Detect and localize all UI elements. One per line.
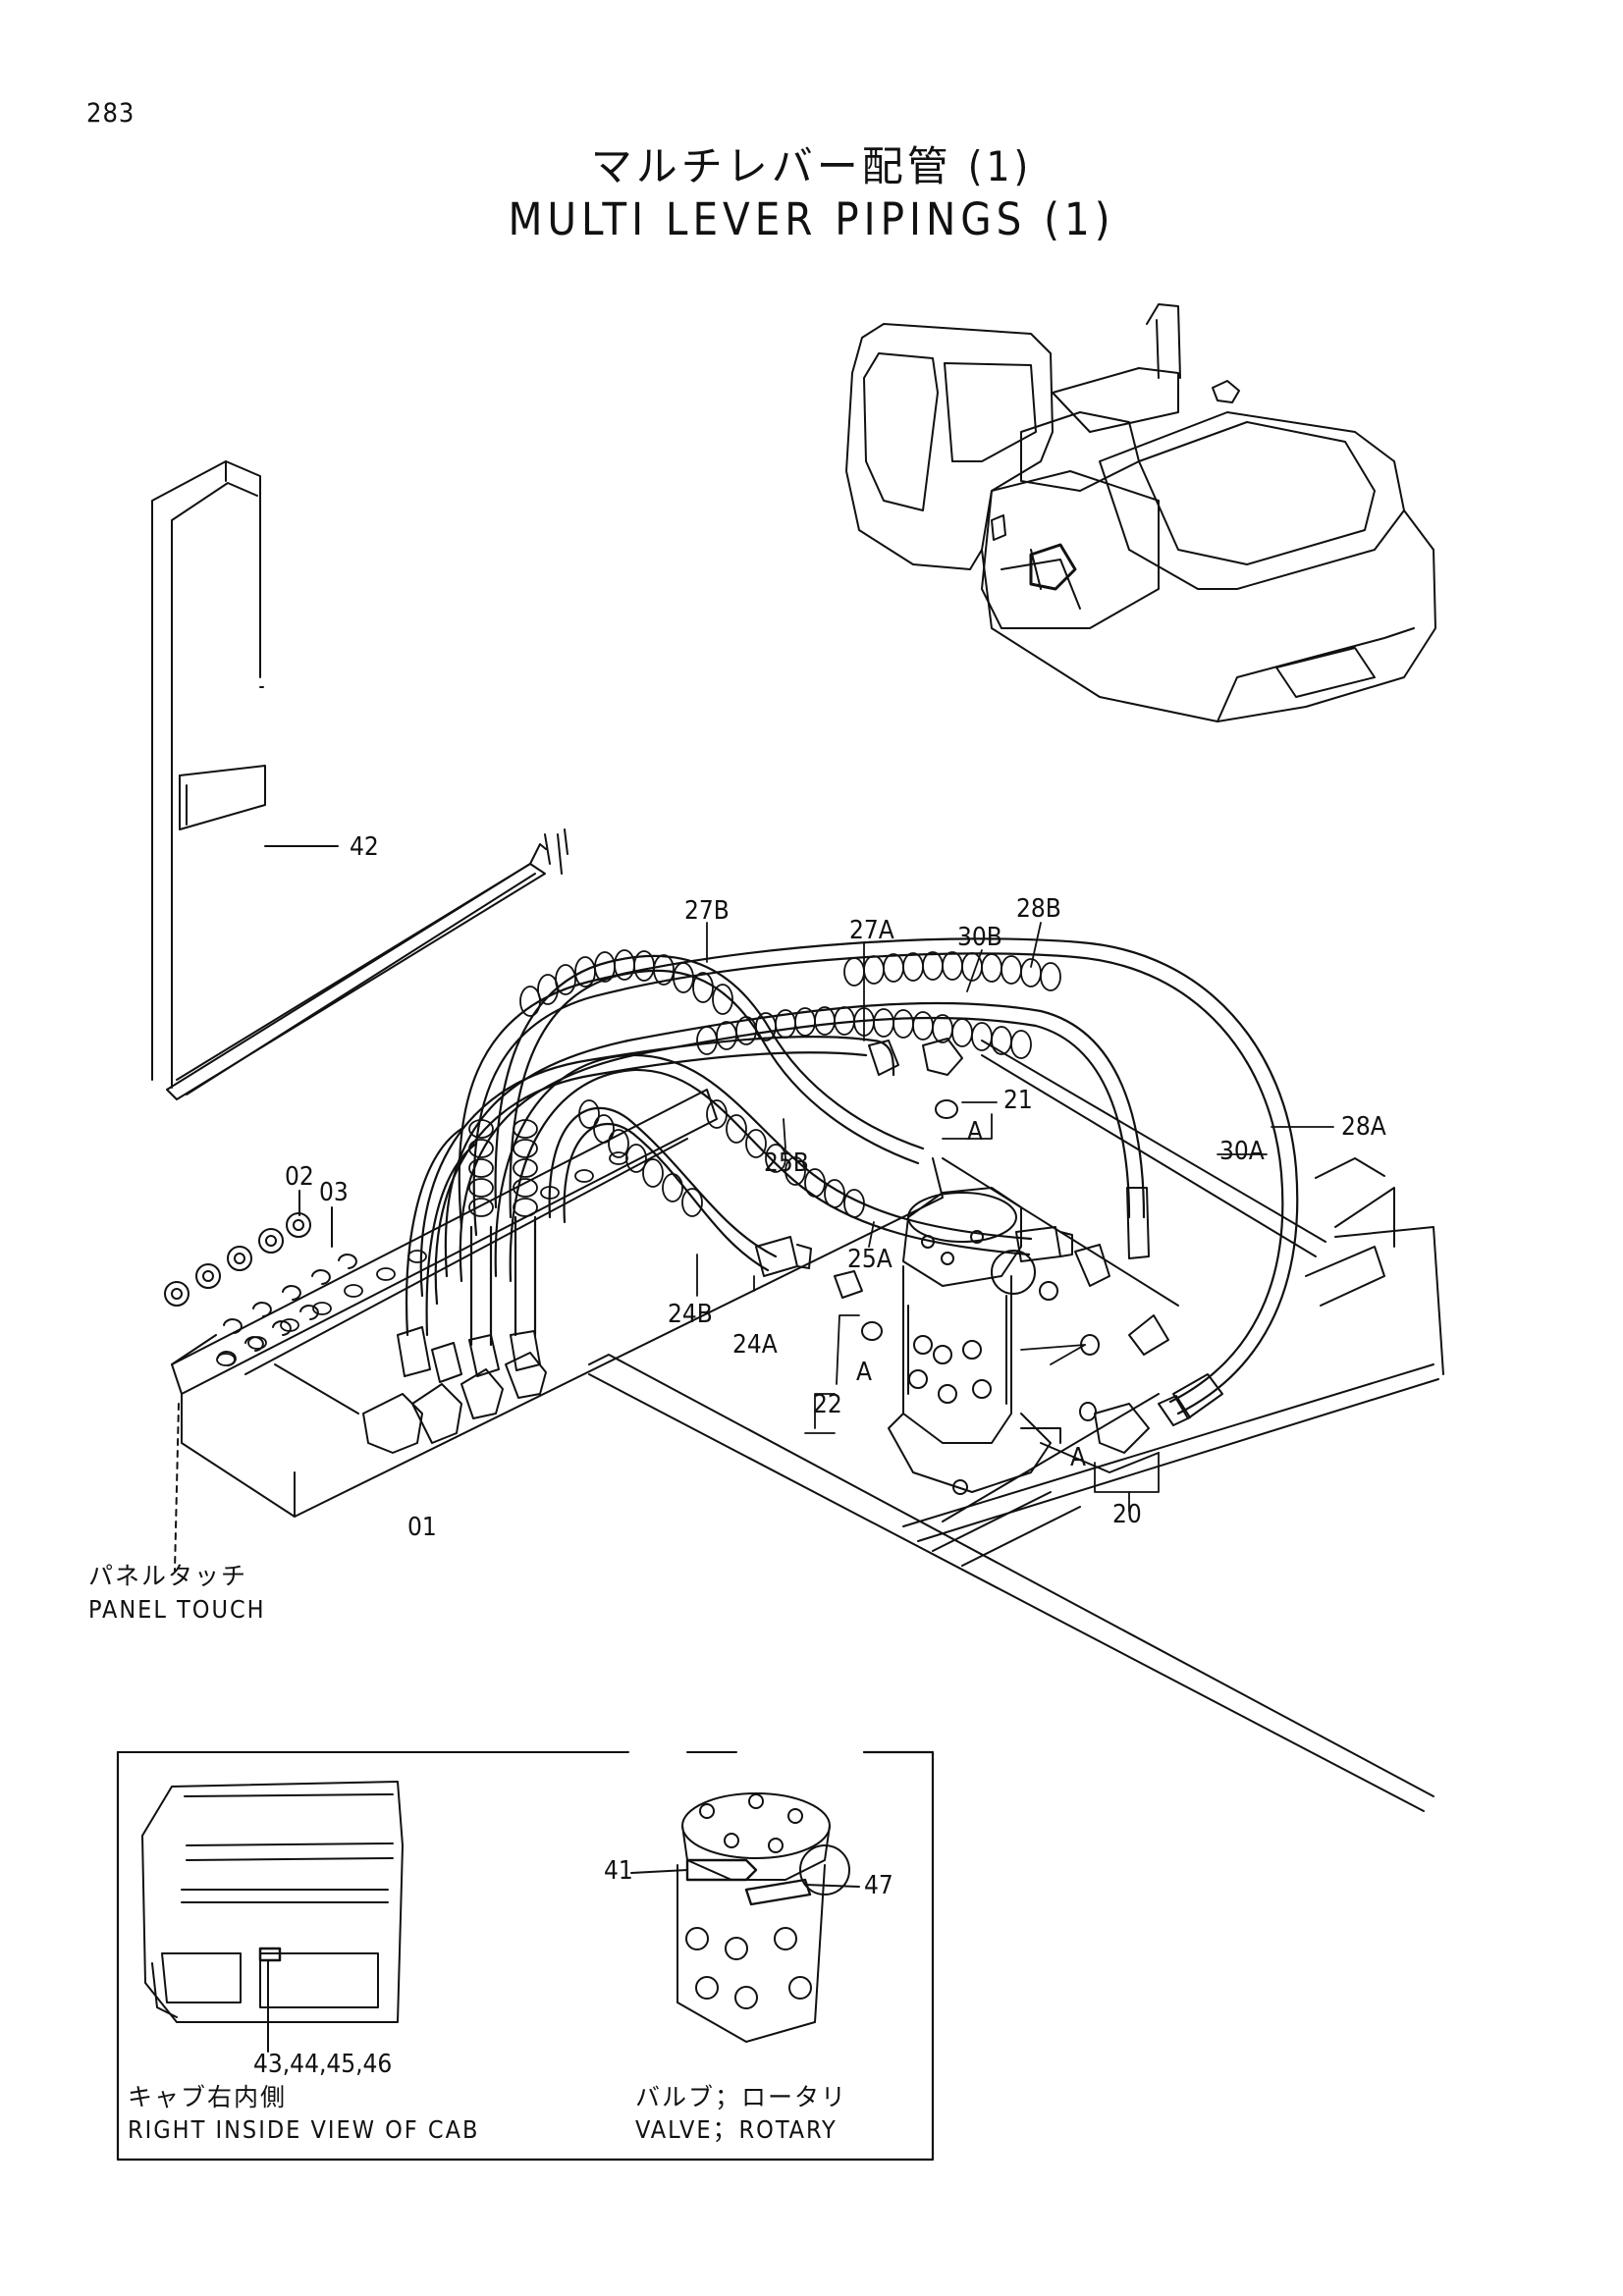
panel-touch-caption-jp: パネルタッチ xyxy=(88,1562,248,1590)
cab-view-caption-jp: キャブ右内側 xyxy=(128,2083,288,2111)
part-label-24b: 24B xyxy=(668,1300,713,1329)
leader-panel-touch xyxy=(174,1403,180,1572)
valve-caption-jp: バルブ；ロータリ xyxy=(635,2083,848,2111)
part-label-01: 01 xyxy=(407,1513,437,1542)
cab-view-caption-en: RIGHT INSIDE VIEW OF CAB xyxy=(128,2115,480,2144)
spring-guards xyxy=(468,949,1061,1218)
part-label-02: 02 xyxy=(285,1162,314,1192)
part-label-24a: 24A xyxy=(732,1330,778,1360)
title-japanese: マルチレバー配管 (1) xyxy=(590,142,1033,190)
cab-panel xyxy=(151,460,568,1100)
part-label-25a: 25A xyxy=(847,1245,893,1274)
part-label-43-46: 43,44,45,46 xyxy=(253,2050,393,2079)
part-label-30b: 30B xyxy=(957,923,1002,952)
part-label-22: 22 xyxy=(813,1390,842,1419)
part-label-25b: 25B xyxy=(764,1148,809,1178)
o-rings xyxy=(861,1099,1100,1421)
rotary-valve xyxy=(888,1187,1061,1495)
part-label-47: 47 xyxy=(864,1871,893,1900)
part-label-28b: 28B xyxy=(1016,894,1061,924)
bracket-plate xyxy=(171,1089,944,1518)
label-leaders xyxy=(696,922,1334,1513)
excavator-overview xyxy=(845,303,1436,722)
valve-caption-en: VALVE；ROTARY xyxy=(635,2115,838,2144)
cab-interior-view xyxy=(141,1781,404,2053)
title-english: MULTI LEVER PIPINGS (1) xyxy=(508,193,1115,245)
nuts-and-rings xyxy=(164,1212,357,1366)
part-label-41: 41 xyxy=(604,1856,633,1886)
part-tag-a-1: A xyxy=(967,1117,983,1147)
panel-touch-caption-en: PANEL TOUCH xyxy=(88,1595,266,1624)
page-number: 283 xyxy=(86,98,135,129)
part-label-21: 21 xyxy=(1003,1086,1033,1115)
part-label-28a: 28A xyxy=(1341,1112,1386,1142)
part-label-27a: 27A xyxy=(849,916,894,945)
part-label-20: 20 xyxy=(1112,1500,1142,1529)
floor-rails xyxy=(588,1040,1444,1812)
part-tag-a-3: A xyxy=(1070,1443,1086,1472)
part-label-27b: 27B xyxy=(684,896,730,926)
inset-frame xyxy=(116,1750,935,2162)
part-label-30a: 30A xyxy=(1219,1137,1265,1166)
leader-01a xyxy=(274,1363,359,1415)
part-tag-a-2: A xyxy=(856,1358,872,1387)
part-label-03: 03 xyxy=(319,1178,349,1207)
part-label-42: 42 xyxy=(350,832,379,862)
rotary-valve-detail xyxy=(630,1792,860,2043)
hose-fittings xyxy=(362,1038,1223,1454)
